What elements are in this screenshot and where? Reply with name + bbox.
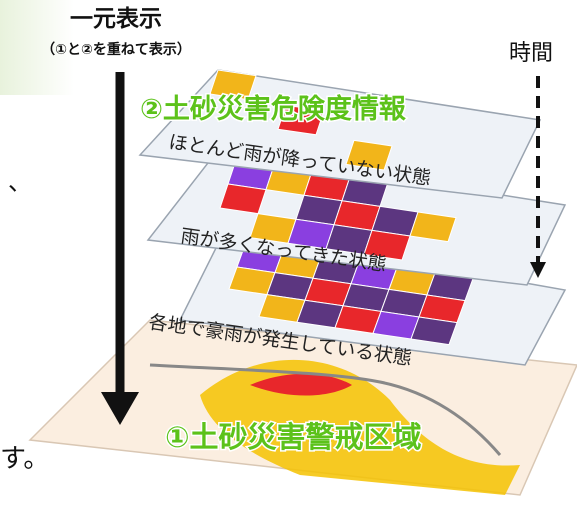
river-line	[149, 363, 502, 456]
rain-layer-1-plane	[138, 69, 542, 199]
grid-cell	[410, 316, 458, 346]
grid-cell	[209, 69, 257, 101]
hazard-area-red	[250, 373, 352, 396]
rain-grid-1	[209, 69, 393, 171]
cut-off-sentence-end: す。	[0, 444, 49, 474]
time-label: 時間	[509, 41, 553, 66]
unified-display-title: 一元表示	[70, 6, 162, 32]
unified-arrow-head	[101, 392, 139, 425]
grid-cell	[409, 211, 457, 243]
hazard-area-yellow	[200, 359, 520, 495]
grid-cell	[219, 183, 267, 215]
background-panel	[0, 0, 74, 95]
grid-cell	[345, 139, 393, 171]
time-arrow-head	[530, 262, 546, 278]
unified-display-subtitle: （①と②を重ねて表示）	[41, 41, 191, 58]
layer1-title: ①土砂災害警戒区域	[165, 420, 422, 454]
layer2-title: ②土砂災害危険度情報	[140, 93, 407, 125]
grid-cell	[277, 104, 325, 136]
cut-off-mark: 、	[8, 168, 32, 196]
grid-cell	[363, 229, 411, 261]
